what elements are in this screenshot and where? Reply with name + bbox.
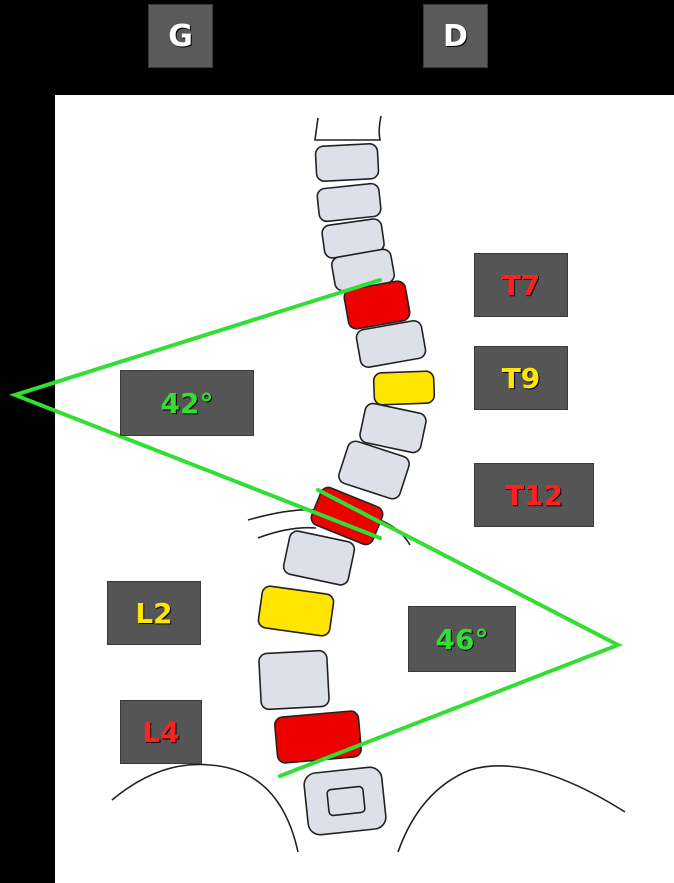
vertebra-t9	[372, 370, 436, 406]
angle-label-upper: 42°	[120, 370, 254, 436]
vertebra-l5-inner	[326, 785, 366, 817]
vertebra-l1	[282, 530, 356, 586]
spine-top-stub	[314, 115, 382, 141]
label-t9: T9	[474, 346, 568, 410]
upper-cobb-angle	[8, 278, 382, 540]
label-t12: T12	[474, 463, 594, 527]
vertebra-t10	[359, 402, 427, 454]
vertebrae	[257, 143, 436, 836]
vertebra-l3	[258, 649, 330, 711]
vertebra-t8	[355, 320, 427, 368]
label-l2: L2	[107, 581, 201, 645]
right-side-label: D	[423, 4, 488, 68]
vertebra-t2	[316, 182, 382, 223]
pelvis-left	[111, 763, 299, 853]
label-t7: T7	[474, 253, 568, 317]
cobb-angle-lines	[8, 278, 623, 778]
label-l4: L4	[120, 700, 202, 764]
lower-cobb-angle	[278, 488, 623, 778]
pelvis-right	[397, 765, 626, 853]
vertebra-l5	[303, 766, 387, 836]
vertebra-l2	[257, 585, 335, 637]
vertebra-t7	[343, 280, 411, 330]
vertebra-t1	[314, 143, 380, 182]
angle-label-lower: 46°	[408, 606, 516, 672]
vertebra-t11	[338, 440, 410, 500]
left-side-label: G	[148, 4, 213, 68]
vertebra-l4	[274, 710, 362, 764]
left-rib-2	[257, 526, 317, 539]
